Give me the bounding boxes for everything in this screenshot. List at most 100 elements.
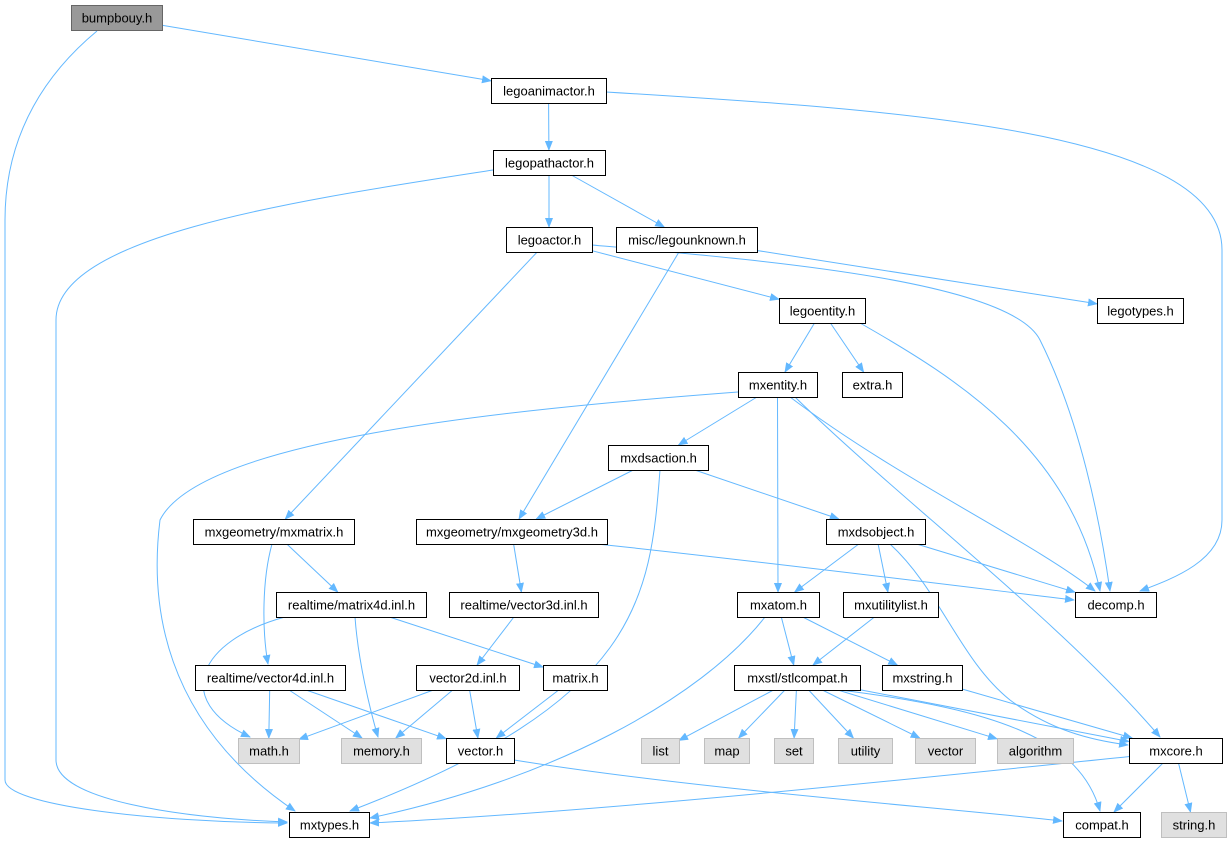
node-box [737,592,820,618]
node-box [843,592,939,618]
nodes-layer: bumpbouy.h legoanimactor.h legopathactor.h… [71,5,1227,838]
edge-mxutilitylist-to-stlcompat [812,616,875,666]
node-box [641,738,680,764]
edge-mxdsaction-to-mxdsobject [694,469,840,520]
node-box [71,5,163,31]
node-box [838,738,893,764]
node-box [997,738,1074,764]
edges-layer [4,24,1223,827]
node-label: mxgeometry/mxgeometry3d.h [426,525,598,540]
edge-stlcompat-to-algorithm [837,689,998,740]
node-legounknown[interactable]: misc/legounknown.h [616,227,758,253]
node-box [774,738,814,764]
edge-mxmatrix-to-matrix4d [286,543,339,593]
edge-mxatom-to-mxtypes [369,616,766,821]
node-matrix4d[interactable]: realtime/matrix4d.inl.h [276,592,427,618]
node-decomp[interactable]: decomp.h [1075,592,1157,618]
edge-mxdsobject-to-mxutilitylist [877,543,891,593]
edge-matrix4d-to-matrix [389,616,544,669]
edge-legoentity-to-extra [829,322,865,373]
node-label: string.h [1173,818,1216,833]
node-mxutilitylist[interactable]: mxutilitylist.h [843,592,939,618]
node-set: set [774,738,814,764]
edge-mxcore-to-compat [1113,762,1164,813]
node-box [1161,812,1227,838]
node-mxstring[interactable]: mxstring.h [882,665,963,691]
edge-legounknown-to-legotypes [756,250,1098,307]
node-stlcompat[interactable]: mxstl/stlcompat.h [734,665,861,691]
node-label: set [785,744,803,759]
node-box [506,227,593,253]
edge-legopathactor-to-mxtypes [55,169,494,826]
edge-bumpbouy-to-mxtypes [4,30,288,827]
node-box [915,738,976,764]
node-label: compat.h [1075,818,1128,833]
node-mxatom[interactable]: mxatom.h [737,592,820,618]
node-mxdsaction[interactable]: mxdsaction.h [608,445,709,471]
edge-stlcompat-to-vectorstd [822,689,921,739]
edge-mxentity-to-mxcore [794,396,1161,738]
node-string: string.h [1161,812,1227,838]
node-mxtypes[interactable]: mxtypes.h [289,812,370,838]
edge-mxdsobject-to-mxatom [793,543,860,593]
edge-legoactor-to-legoentity [591,250,780,301]
node-legoentity[interactable]: legoentity.h [779,298,866,324]
node-vector4d[interactable]: realtime/vector4d.inl.h [195,665,346,691]
node-mxdsobject[interactable]: mxdsobject.h [826,519,926,545]
edge-mxstring-to-mxcore [961,688,1134,740]
edge-legoentity-to-mxentity [784,322,815,373]
node-label: map [714,744,739,759]
node-vector3d[interactable]: realtime/vector3d.inl.h [449,592,599,618]
edge-mxdsobject-to-decomp [916,543,1076,594]
node-box [416,519,608,545]
node-label: extra.h [853,378,893,393]
node-label: legoactor.h [518,233,582,248]
node-mxcore[interactable]: mxcore.h [1129,738,1223,764]
node-label: mxstl/stlcompat.h [747,671,847,686]
node-label: realtime/matrix4d.inl.h [288,598,415,613]
node-mxgeometry3d[interactable]: mxgeometry/mxgeometry3d.h [416,519,608,545]
node-label: matrix.h [552,671,598,686]
edge-stlcompat-to-map [737,689,786,739]
node-legotypes[interactable]: legotypes.h [1097,298,1184,324]
node-extra[interactable]: extra.h [842,372,903,398]
node-box [1097,298,1184,324]
node-vector[interactable]: vector.h [446,738,515,764]
edge-mxdsobject-to-mxcore [889,543,1129,748]
edge-matrix-to-vector [495,689,560,739]
node-box [276,592,427,618]
node-legoactor[interactable]: legoactor.h [506,227,593,253]
edge-vector2d-to-memory [395,689,454,739]
node-vectorstd: vector [915,738,976,764]
node-legoanimactor[interactable]: legoanimactor.h [491,78,607,104]
node-mxentity[interactable]: mxentity.h [738,372,818,398]
node-legopathactor[interactable]: legopathactor.h [493,150,606,176]
node-mxmatrix[interactable]: mxgeometry/mxmatrix.h [193,519,355,545]
node-box [1063,812,1141,838]
node-box [289,812,370,838]
node-matrix[interactable]: matrix.h [543,665,608,691]
node-box [842,372,903,398]
node-map: map [704,738,750,764]
node-label: math.h [249,744,289,759]
node-vector2d[interactable]: vector2d.inl.h [416,665,520,691]
edge-mxatom-to-mxstring [802,616,899,666]
node-box [238,738,300,764]
edge-mxentity-to-mxdsaction [677,396,758,446]
node-label: mxgeometry/mxmatrix.h [205,525,344,540]
edge-legopathactor-to-legounknown [571,174,666,228]
node-label: mxatom.h [750,598,807,613]
node-compat[interactable]: compat.h [1063,812,1141,838]
node-math: math.h [238,738,300,764]
edge-mxentity-to-mxatom [773,396,782,593]
edge-vector2d-to-math [298,689,434,740]
edge-mxcore-to-string [1178,762,1193,813]
node-label: mxdsaction.h [620,451,697,466]
node-box [734,665,861,691]
edge-legounknown-to-mxgeometry3d [518,251,680,520]
node-bumpbouy[interactable]: bumpbouy.h [71,5,163,31]
edge-legoactor-to-decomp [591,244,1113,592]
edge-vector-to-compat [513,759,1063,824]
node-box [616,227,758,253]
node-label: realtime/vector3d.inl.h [460,598,587,613]
